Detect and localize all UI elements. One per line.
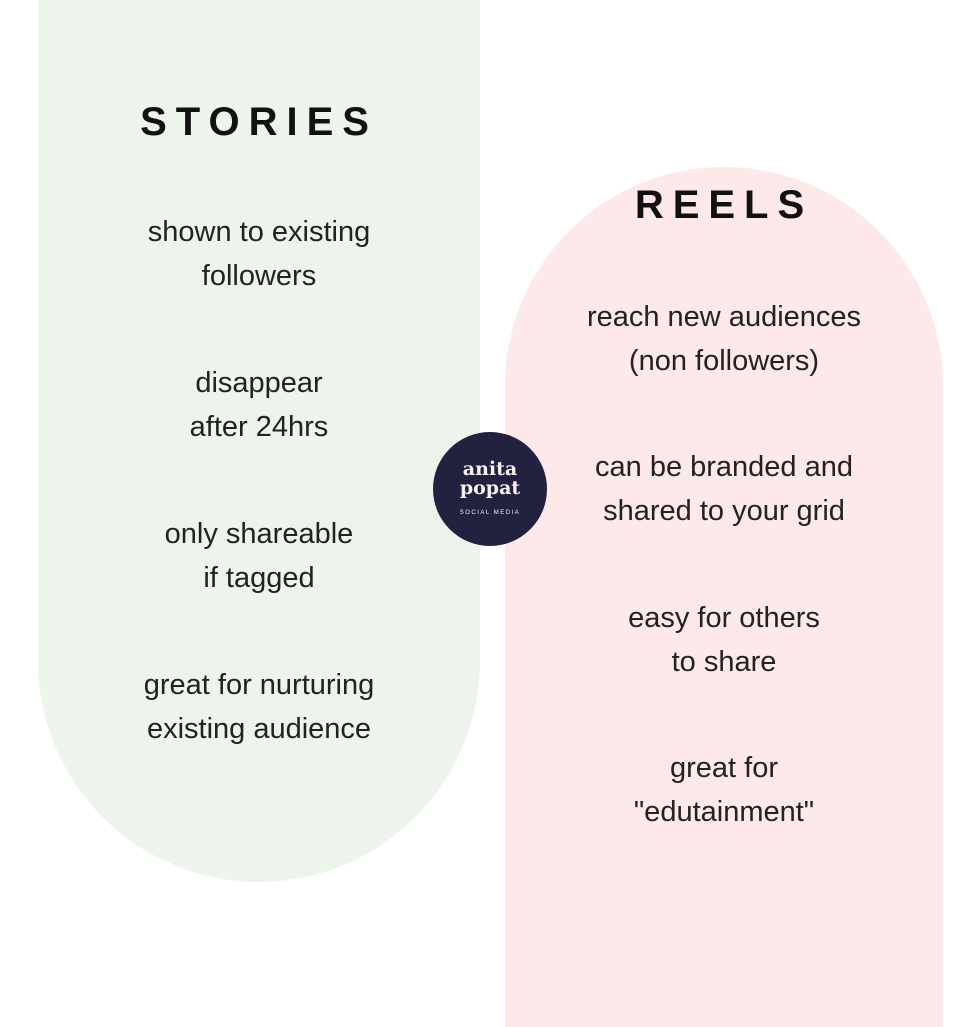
reels-item: great for "edutainment" <box>633 752 815 828</box>
stories-panel <box>38 0 480 882</box>
logo-tagline: SOCIAL MEDIA <box>459 510 521 516</box>
stories-item: shown to existing followers <box>147 216 371 292</box>
stories-item: disappear after 24hrs <box>189 367 329 443</box>
reels-item: can be branded and shared to your grid <box>595 451 853 527</box>
reels-item: reach new audiences (non followers) <box>586 301 862 377</box>
brand-logo: anita popat SOCIAL MEDIA <box>433 432 547 546</box>
reels-panel <box>505 167 943 1027</box>
stories-title: STORIES <box>140 100 378 144</box>
logo-name: anita popat <box>459 458 521 499</box>
reels-item: easy for others to share <box>628 602 820 678</box>
stories-item: only shareable if tagged <box>164 518 354 594</box>
reels-title: REELS <box>634 183 814 227</box>
stories-item: great for nurturing existing audience <box>143 669 375 745</box>
